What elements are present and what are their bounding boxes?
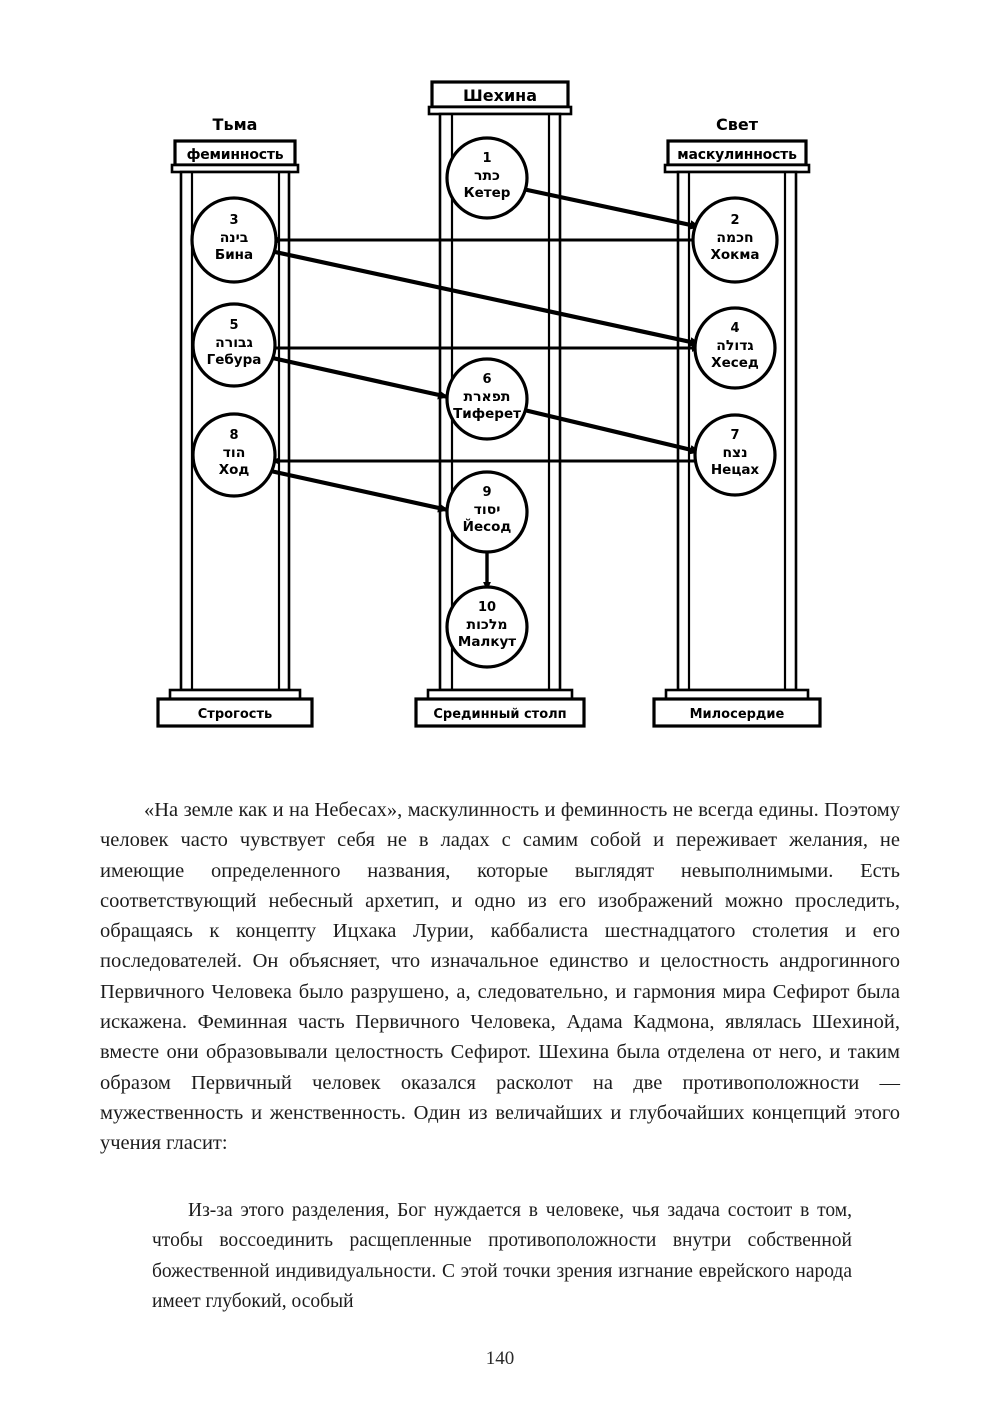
sefira-number: 1 bbox=[482, 151, 491, 166]
pillar-left-title: Тьма bbox=[213, 115, 258, 134]
sefira-name: Йесод bbox=[463, 518, 512, 535]
sefira-bina[interactable]: 3 בינה Бина bbox=[190, 196, 278, 284]
sefira-hebrew: בינה bbox=[220, 230, 249, 246]
sefira-keter[interactable]: 1 כתר Кетер bbox=[445, 136, 529, 220]
arrow-bina-hesed bbox=[265, 247, 701, 347]
sefira-hesed[interactable]: 4 גדולה Хесед bbox=[693, 306, 777, 390]
sefira-hebrew: גדולה bbox=[716, 338, 753, 354]
arrow-tiferet-nezach bbox=[519, 406, 701, 455]
pillar-right-capital-label: маскулинность bbox=[677, 147, 797, 163]
pillar-left-capital-label: феминность bbox=[187, 147, 284, 163]
sefira-yesod[interactable]: 9 יסוד Йесод bbox=[445, 470, 529, 554]
arrow-gebura-tiferet bbox=[267, 354, 449, 400]
pillar-left-base-label: Строгость bbox=[198, 707, 273, 722]
sefira-name: Хесед bbox=[711, 355, 759, 371]
arrow-connections bbox=[265, 185, 706, 591]
sefira-name: Малкут bbox=[458, 634, 516, 650]
paragraph-text: «На земле как и на Небесах», маскулиннос… bbox=[100, 799, 900, 1155]
sefira-hebrew: כתר bbox=[474, 168, 500, 184]
sefira-nezach[interactable]: 7 נצח Нецах bbox=[693, 413, 777, 497]
sefira-number: 7 bbox=[730, 428, 739, 443]
sefira-name: Ход bbox=[219, 462, 250, 478]
sefira-hebrew: מלכות bbox=[467, 617, 508, 633]
sefira-number: 5 bbox=[229, 318, 238, 333]
page-number: 140 bbox=[485, 1348, 515, 1369]
sefira-number: 10 bbox=[478, 600, 496, 615]
sefira-name: Гебура bbox=[207, 352, 262, 368]
sefira-number: 2 bbox=[730, 213, 739, 228]
pillar-right-title: Свет bbox=[716, 115, 759, 134]
sefira-hebrew: נצח bbox=[722, 445, 747, 461]
blockquote-text: Из-за этого разделения, Бог нуждается в … bbox=[152, 1200, 852, 1312]
arrow-hod-yesod bbox=[265, 467, 449, 513]
sefira-number: 3 bbox=[229, 213, 238, 228]
sefira-number: 4 bbox=[730, 321, 739, 336]
pillar-right-base-label: Милосердие bbox=[690, 707, 785, 722]
sefira-number: 6 bbox=[482, 372, 491, 387]
blockquote: Из-за этого разделения, Бог нуждается в … bbox=[152, 1196, 852, 1317]
sefira-name: Бина bbox=[215, 247, 253, 263]
sefira-hebrew: הוד bbox=[223, 445, 246, 461]
sefira-name: Кетер bbox=[464, 185, 511, 201]
sefira-number: 9 bbox=[482, 485, 491, 500]
sefira-gebura[interactable]: 5 גבורה Гебура bbox=[191, 302, 277, 388]
pillar-middle-title: Шехина bbox=[463, 86, 537, 105]
sefira-hebrew: יסוד bbox=[474, 502, 501, 518]
sefira-hod[interactable]: 8 הוד Ход bbox=[191, 412, 277, 498]
sefira-malkut[interactable]: 10 מלכות Малкут bbox=[445, 585, 529, 669]
arrow-keter-hokma bbox=[517, 185, 701, 230]
sefira-hebrew: גבורה bbox=[215, 335, 253, 351]
sefira-tiferet[interactable]: 6 תפארת Тиферет bbox=[445, 357, 529, 441]
sefirot-tree-diagram: 1 כתר Кетер 2 חכמה Хокма 3 בינה Бина 4 bbox=[156, 80, 822, 728]
sefira-name: Тиферет bbox=[453, 406, 521, 422]
sefira-hokma[interactable]: 2 חכמה Хокма bbox=[691, 196, 779, 284]
pillar-middle-base-label: Срединный столп bbox=[433, 707, 566, 722]
main-paragraph: «На земле как и на Небесах», маскулиннос… bbox=[100, 795, 900, 1159]
sefira-hebrew: תפארת bbox=[464, 389, 511, 405]
sefira-number: 8 bbox=[229, 428, 238, 443]
sefira-name: Нецах bbox=[711, 462, 760, 478]
sefira-name: Хокма bbox=[711, 247, 760, 263]
sefira-hebrew: חכמה bbox=[716, 230, 753, 246]
